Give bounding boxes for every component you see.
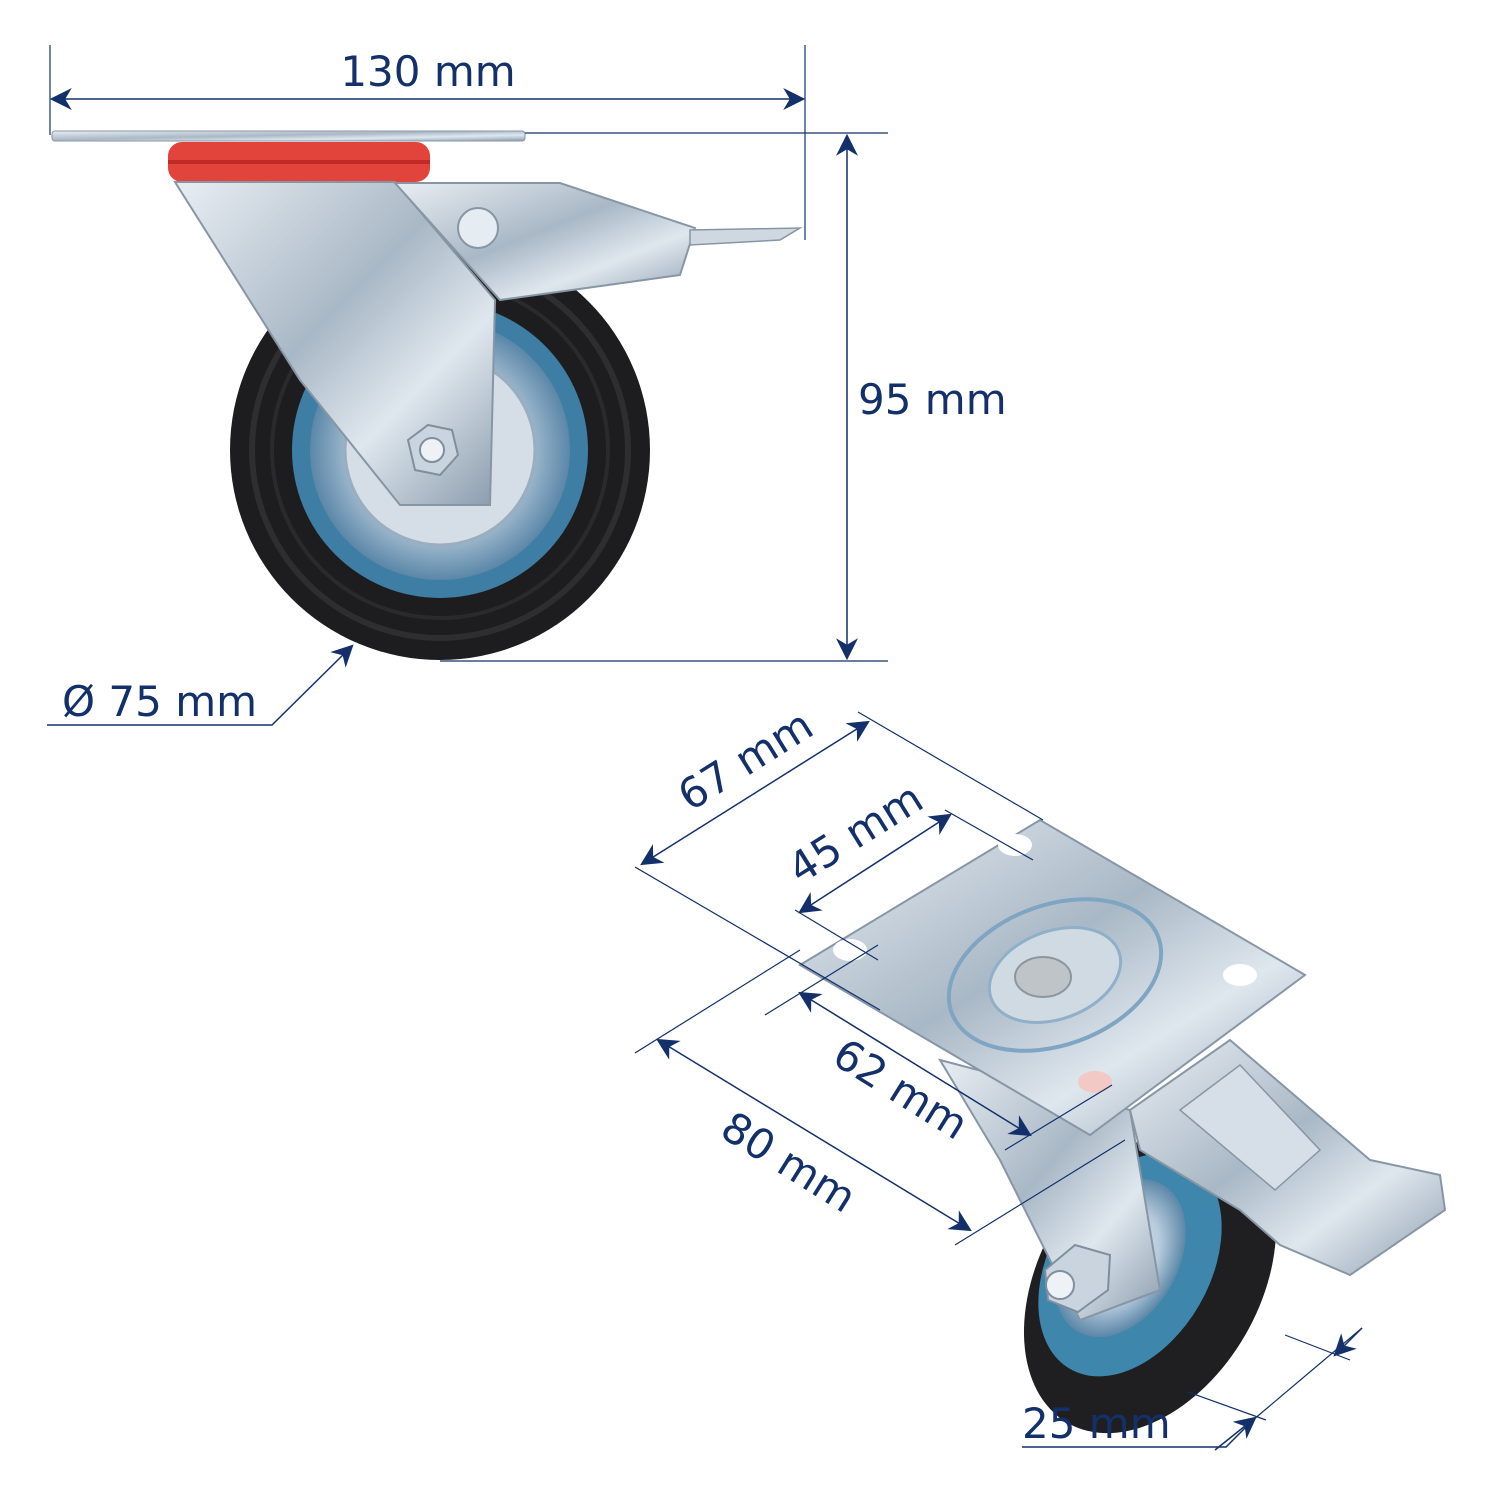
perspective-view-caster	[798, 818, 1447, 1434]
label-plate-length: 67 mm	[669, 700, 821, 820]
dimension-wheel-width: 25 mm	[1022, 1327, 1363, 1451]
side-view-caster	[51, 130, 803, 660]
label-wheel-diameter: Ø 75 mm	[62, 677, 257, 726]
label-plate-width: 130 mm	[340, 47, 515, 96]
dimension-wheel-diameter: Ø 75 mm	[47, 644, 354, 726]
dimension-total-height: 95 mm	[440, 132, 1007, 662]
dimension-plate-width: 130 mm	[49, 45, 806, 240]
label-total-height: 95 mm	[858, 375, 1007, 424]
label-wheel-width: 25 mm	[1022, 1399, 1171, 1448]
